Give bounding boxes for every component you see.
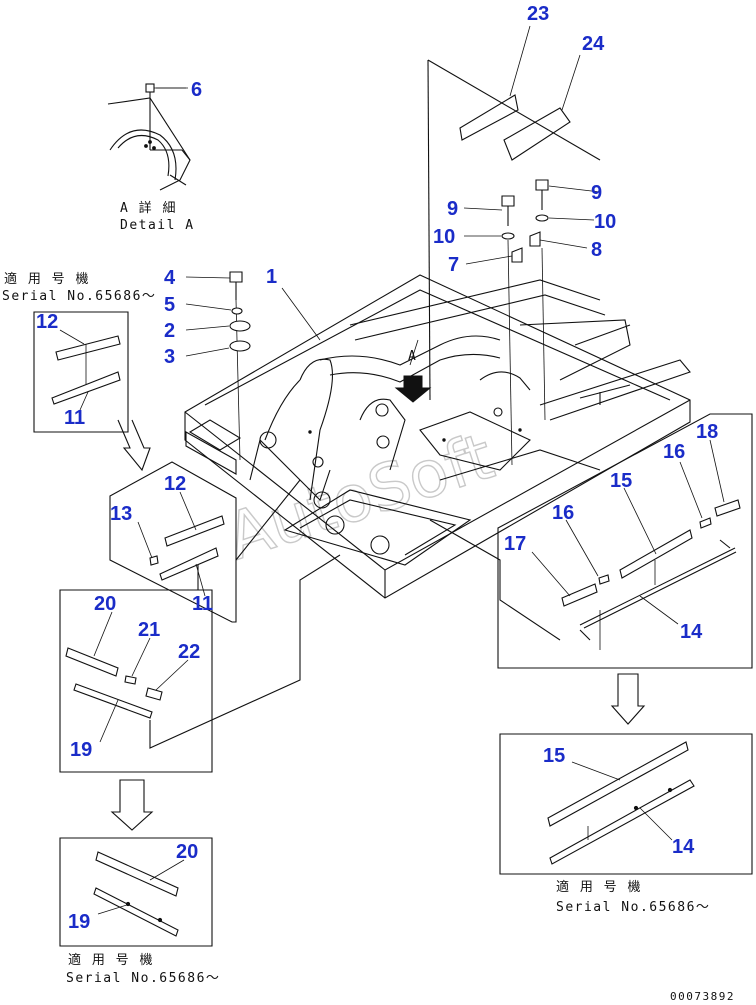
callout-19-serial-box: 19 — [68, 911, 90, 933]
callout-2: 2 — [164, 320, 175, 342]
serial-note-jp: 適 用 号 機 — [4, 271, 90, 287]
main-frame-drawing — [184, 274, 691, 599]
view-arrow-label: A — [408, 349, 417, 364]
callout-20-serial-box: 20 — [176, 841, 198, 863]
callout-19: 19 — [70, 739, 92, 761]
callout-24: 24 — [582, 33, 605, 55]
callout-numbers: 23 24 6 1 4 5 2 3 9 9 10 10 7 8 12 11 12… — [36, 3, 718, 933]
callout-8: 8 — [591, 239, 602, 261]
callout-22: 22 — [178, 641, 200, 663]
callout-10-left: 10 — [433, 226, 455, 248]
callout-11-serial-box: 11 — [64, 407, 85, 429]
callout-1: 1 — [266, 266, 277, 288]
inset-box-12-11-serial — [33, 311, 151, 472]
callout-14-serial-box: 14 — [672, 836, 695, 858]
callout-18: 18 — [696, 421, 718, 443]
serial-note-right-en: Serial No.65686～ — [556, 900, 710, 915]
callout-9-right: 9 — [591, 182, 602, 204]
callout-23: 23 — [527, 3, 549, 25]
inset-box-19-22 — [59, 554, 341, 831]
inset-box-12-13-11 — [109, 461, 301, 623]
callout-5: 5 — [164, 294, 175, 316]
callout-20: 20 — [94, 593, 116, 615]
callout-6: 6 — [191, 79, 202, 101]
callout-14: 14 — [680, 621, 703, 643]
callout-16-right: 16 — [663, 441, 685, 463]
callout-4: 4 — [164, 267, 176, 289]
callout-16-left: 16 — [552, 502, 574, 524]
serial-note-bottom-jp: 適 用 号 機 — [68, 952, 154, 968]
callout-3: 3 — [164, 346, 175, 368]
serial-note-en: Serial No.65686～ — [2, 289, 156, 304]
callout-17: 17 — [504, 533, 526, 555]
detail-a-drawing — [107, 83, 191, 191]
serial-note-bottom-en: Serial No.65686～ — [66, 971, 220, 986]
detail-a-label-jp: A 詳 細 — [120, 200, 177, 216]
callout-13: 13 — [110, 503, 132, 525]
callout-12-serial-box: 12 — [36, 311, 58, 333]
inset-box-15-14-serial — [499, 733, 753, 875]
detail-a-label-en: Detail A — [120, 218, 195, 233]
callout-12: 12 — [164, 473, 186, 495]
leader-lines — [59, 25, 725, 915]
callout-15-serial-box: 15 — [543, 745, 565, 767]
callout-9-left: 9 — [447, 198, 458, 220]
callout-11: 11 — [192, 593, 213, 615]
callout-7: 7 — [448, 254, 459, 276]
callout-21: 21 — [138, 619, 160, 641]
callout-10-right: 10 — [594, 211, 616, 233]
callout-15: 15 — [610, 470, 632, 492]
inset-box-19-20-serial — [59, 837, 213, 947]
hardware-parts — [229, 59, 601, 466]
serial-note-right-jp: 適 用 号 機 — [556, 879, 642, 895]
drawing-number: 00073892 — [670, 990, 735, 1003]
